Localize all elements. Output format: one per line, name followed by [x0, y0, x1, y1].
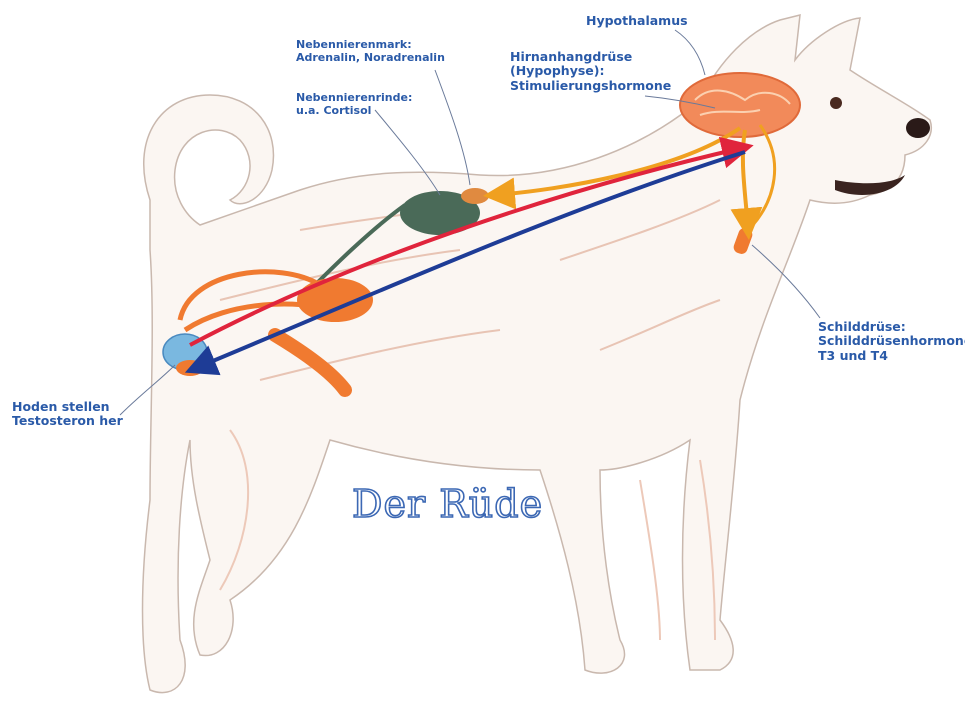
brain-organ — [680, 73, 800, 137]
leader-hypothalamus — [675, 30, 705, 75]
label-hoden: Hoden stellen Testosteron her — [12, 400, 123, 429]
label-hoden-line1: Hoden stellen — [12, 400, 123, 414]
label-schilddruese-line2: Schilddrüsenhormone — [818, 334, 965, 348]
nose — [906, 118, 930, 138]
leader-nebennierenmark — [435, 70, 470, 185]
label-hoden-line2: Testosteron her — [12, 414, 123, 428]
label-hypophyse: Hirnanhangdrüse (Hypophyse): Stimulierun… — [510, 50, 671, 93]
label-nebennierenmark-line2: Adrenalin, Noradrenalin — [296, 52, 445, 65]
label-nebennierenmark-line1: Nebennierenmark: — [296, 39, 445, 52]
eye — [830, 97, 842, 109]
diagram-title: Der Rüde — [352, 482, 543, 526]
label-hypothalamus-line1: Hypothalamus — [586, 14, 688, 28]
label-hypothalamus: Hypothalamus — [586, 14, 688, 28]
label-hypophyse-line3: Stimulierungshormone — [510, 79, 671, 93]
label-nebennierenrinde: Nebennierenrinde: u.a. Cortisol — [296, 92, 412, 117]
label-nebennierenmark: Nebennierenmark: Adrenalin, Noradrenalin — [296, 39, 445, 64]
label-hypophyse-line2: (Hypophyse): — [510, 64, 671, 78]
label-nebennierenrinde-line1: Nebennierenrinde: — [296, 92, 412, 105]
dog-silhouette — [143, 15, 932, 693]
label-hypophyse-line1: Hirnanhangdrüse — [510, 50, 671, 64]
label-schilddruese-line1: Schilddrüse: — [818, 320, 965, 334]
label-schilddruese: Schilddrüse: Schilddrüsenhormone T3 und … — [818, 320, 965, 363]
label-nebennierenrinde-line2: u.a. Cortisol — [296, 105, 412, 118]
label-schilddruese-line3: T3 und T4 — [818, 349, 965, 363]
